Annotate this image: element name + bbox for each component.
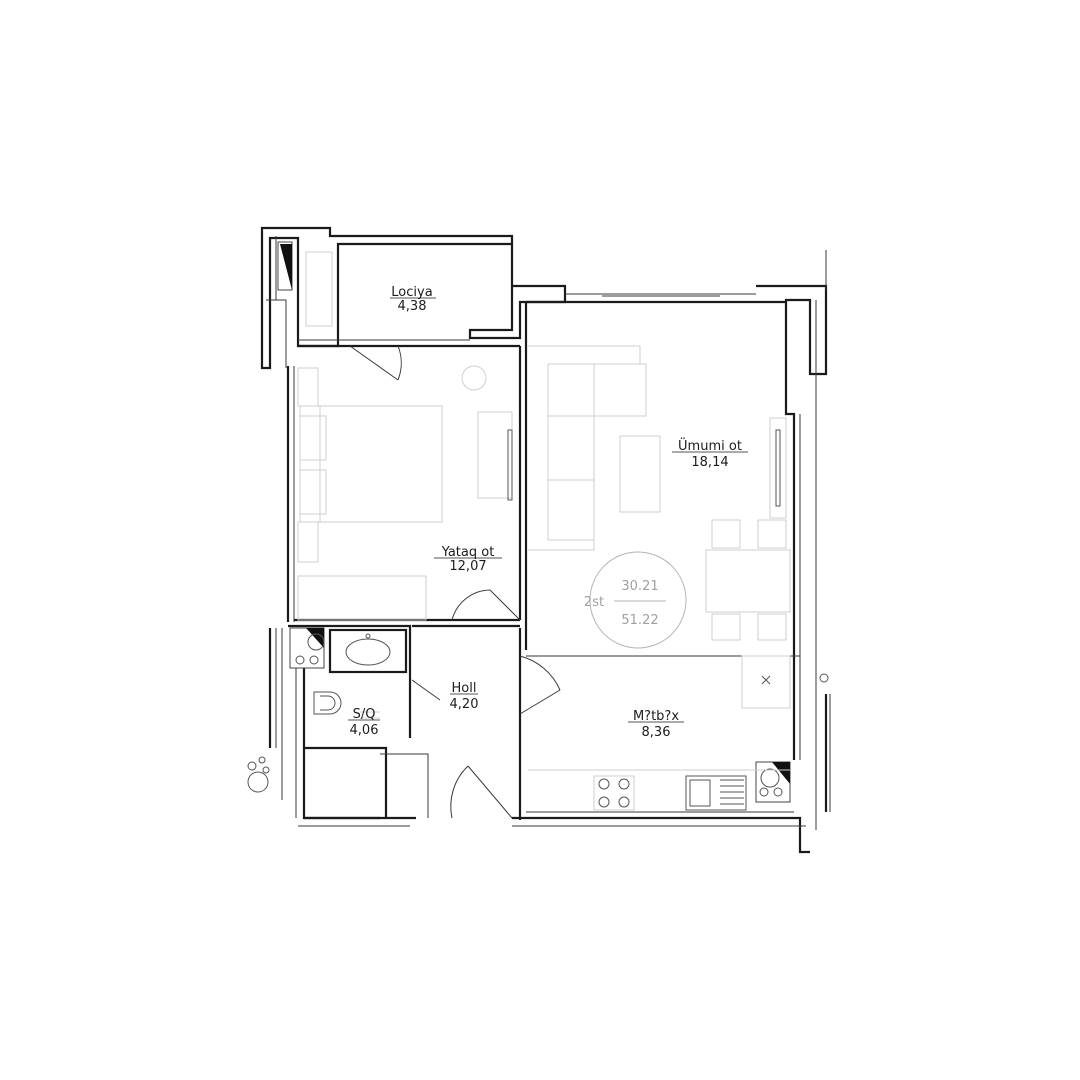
furniture [297, 251, 791, 811]
room-area: 12,07 [449, 559, 486, 574]
room-label-living: Ümumi ot 18,14 [672, 437, 748, 470]
room-area: 4,06 [350, 723, 379, 738]
room-label-kitchen: M?tb?x 8,36 [628, 709, 684, 740]
rooms-count: 2st [584, 595, 604, 610]
room-label-loggia: Lociya 4,38 [390, 285, 436, 314]
room-area: 18,14 [691, 455, 728, 470]
room-name: Lociya [391, 285, 432, 300]
total-area: 51.22 [621, 613, 658, 628]
living-area: 30.21 [621, 579, 658, 594]
room-area: 4,20 [450, 697, 479, 712]
room-name: M?tb?x [633, 709, 679, 724]
room-label-hall: Holl 4,20 [450, 681, 479, 712]
exterior-circles [247, 673, 829, 793]
room-area: 8,36 [642, 725, 671, 740]
apartment-area-badge: 2st 30.21 51.22 [584, 551, 687, 649]
room-name: Yataq ot [441, 545, 495, 560]
room-name: S/Q [353, 707, 376, 722]
room-name: Holl [452, 681, 477, 696]
room-area: 4,38 [398, 299, 427, 314]
doors [349, 345, 561, 819]
walls [260, 226, 831, 854]
room-name: Ümumi ot [678, 437, 742, 454]
room-label-bedroom: Yataq ot 12,07 [434, 545, 502, 574]
room-label-bathroom: S/Q 4,06 [348, 707, 380, 738]
ventilation-shafts [277, 241, 791, 803]
